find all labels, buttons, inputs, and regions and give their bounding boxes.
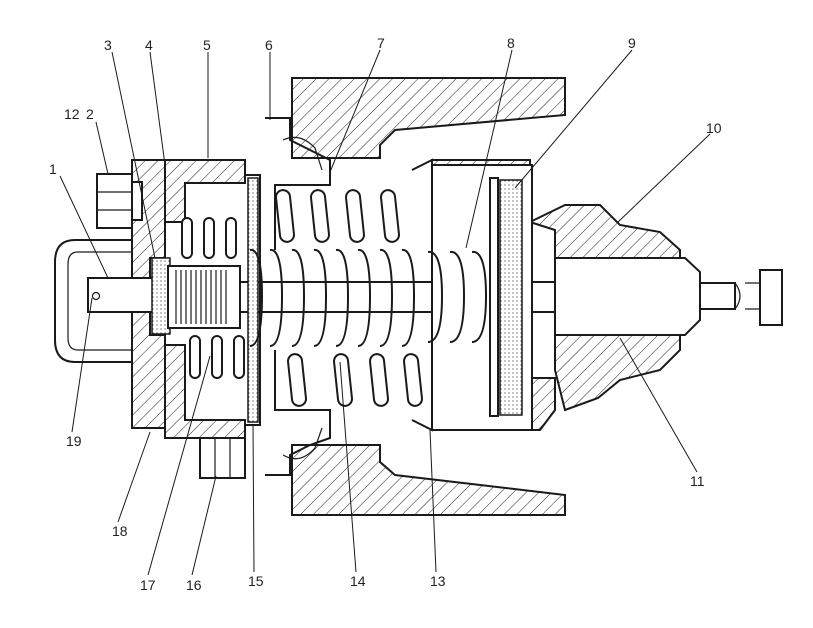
rod-spring xyxy=(249,249,416,347)
label-5: 5 xyxy=(203,37,211,53)
bolt-16 xyxy=(199,437,246,479)
threaded-nut xyxy=(167,265,241,329)
label-1: 1 xyxy=(49,161,57,177)
label-3: 3 xyxy=(104,37,112,53)
label-18: 18 xyxy=(112,523,128,539)
label-17: 17 xyxy=(140,577,156,593)
label-15: 15 xyxy=(248,573,264,589)
label-7: 7 xyxy=(377,35,385,51)
return-spring xyxy=(427,250,488,343)
part-labels: 1 2 3 4 5 6 7 8 9 10 11 12 13 14 15 16 1… xyxy=(49,35,722,593)
label-19: 19 xyxy=(66,433,82,449)
label-4: 4 xyxy=(145,37,153,53)
shaft-1 xyxy=(87,257,171,335)
label-12: 12 xyxy=(64,106,80,122)
inner-spring xyxy=(181,217,245,379)
label-6: 6 xyxy=(265,37,273,53)
label-9: 9 xyxy=(628,35,636,51)
label-8: 8 xyxy=(507,35,515,51)
label-14: 14 xyxy=(350,573,366,589)
bolt-12 xyxy=(96,173,143,229)
leader-lines xyxy=(59,49,711,576)
label-11: 11 xyxy=(690,473,705,489)
diaphragm-frame xyxy=(245,117,331,476)
label-10: 10 xyxy=(706,120,722,136)
piston-plate xyxy=(411,158,533,432)
output-shaft xyxy=(554,257,783,336)
label-13: 13 xyxy=(430,573,446,589)
large-spring xyxy=(275,189,423,407)
label-2: 2 xyxy=(86,106,94,122)
label-16: 16 xyxy=(186,577,202,593)
